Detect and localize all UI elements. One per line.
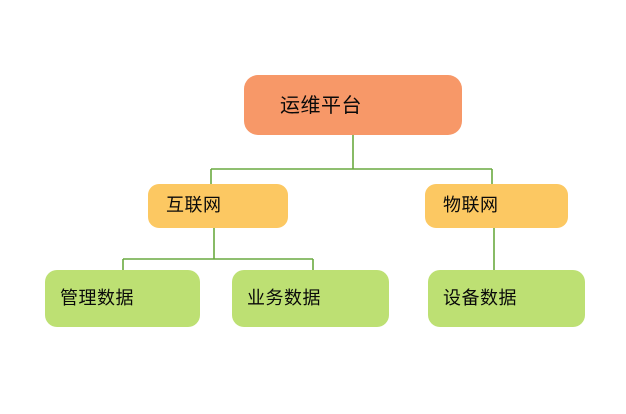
node-device-data-label: 设备数据 xyxy=(443,287,517,309)
node-manage-data[interactable]: 管理数据 xyxy=(45,270,200,327)
node-internet[interactable]: 互联网 xyxy=(148,184,288,228)
node-internet-label: 互联网 xyxy=(166,195,222,216)
node-manage-data-label: 管理数据 xyxy=(60,287,134,309)
node-business-data-label: 业务数据 xyxy=(247,287,321,309)
node-business-data[interactable]: 业务数据 xyxy=(232,270,389,327)
node-device-data[interactable]: 设备数据 xyxy=(428,270,585,327)
node-root[interactable]: 运维平台 xyxy=(244,75,462,135)
node-root-label: 运维平台 xyxy=(280,93,362,117)
node-iot-label: 物联网 xyxy=(443,195,499,216)
node-iot[interactable]: 物联网 xyxy=(425,184,568,228)
